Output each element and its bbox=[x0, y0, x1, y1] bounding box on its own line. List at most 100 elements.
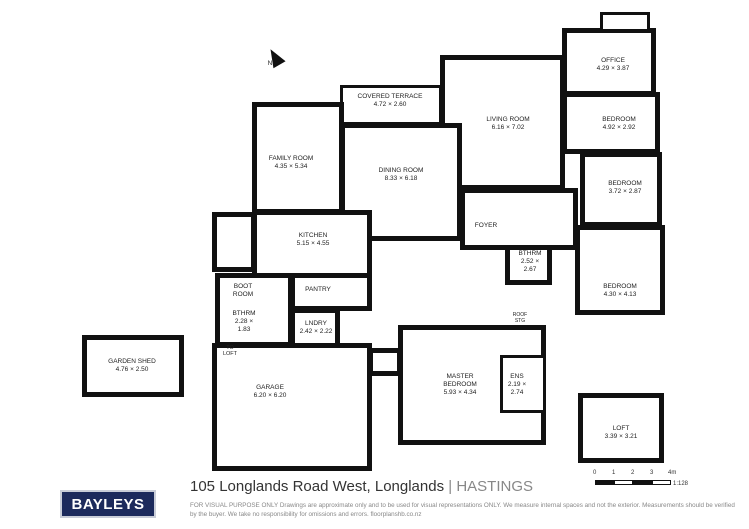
room-name: GARAGE bbox=[256, 384, 284, 391]
left-annex bbox=[212, 212, 256, 272]
foyer-area bbox=[460, 188, 578, 250]
room-name: COVERED TERRACE bbox=[357, 93, 423, 100]
room-dims: 4.35 × 5.34 bbox=[274, 163, 308, 170]
scale-segment bbox=[595, 480, 614, 485]
master-extension bbox=[368, 348, 402, 376]
room-dims: 3.39 × 3.21 bbox=[604, 433, 638, 440]
room-name: BEDROOM bbox=[608, 180, 642, 187]
pantry-area bbox=[290, 273, 372, 311]
scale-ratio: 1:128 bbox=[673, 481, 689, 487]
scale-tick: 4m bbox=[668, 470, 677, 476]
room-name: BEDROOM bbox=[602, 116, 636, 123]
room-name: MASTER bbox=[446, 373, 474, 380]
bayleys-logo: BAYLEYS bbox=[60, 490, 156, 518]
room-name: OFFICE bbox=[601, 57, 625, 64]
room-name: BEDROOM bbox=[603, 283, 637, 290]
room-dims: 2.42 × 2.22 bbox=[299, 328, 333, 335]
scale-tick: 0 bbox=[593, 470, 597, 476]
room-name: TO bbox=[226, 345, 234, 351]
room-dims: 4.30 × 4.13 bbox=[603, 291, 637, 298]
room-dims: 5.93 × 4.34 bbox=[443, 389, 477, 396]
room-name: BTHRM bbox=[232, 310, 256, 317]
room-name: FOYER bbox=[474, 222, 498, 229]
room-dims: 2.67 bbox=[523, 266, 537, 273]
loft-area bbox=[578, 393, 664, 463]
room-dims: 2.52 × bbox=[520, 258, 540, 265]
disclaimer: FOR VISUAL PURPOSE ONLY Drawings are app… bbox=[190, 502, 735, 518]
room-name: ENS bbox=[510, 373, 524, 380]
room-dims: 6.16 × 7.02 bbox=[491, 124, 525, 131]
garage-area bbox=[212, 343, 372, 471]
foyer-label: FOYER bbox=[475, 222, 497, 230]
room-name: FAMILY ROOM bbox=[268, 155, 314, 162]
room-name: PANTRY bbox=[305, 286, 331, 293]
bthrm-1-area bbox=[505, 245, 552, 285]
office-bay bbox=[600, 12, 650, 32]
ensuite-area bbox=[500, 355, 546, 413]
bedroom-2-area bbox=[580, 152, 662, 227]
scale-tick: 1 bbox=[612, 470, 616, 476]
room-dims: 5.15 × 4.55 bbox=[296, 240, 330, 247]
room-name: BEDROOM bbox=[443, 381, 477, 388]
room-dims: 2.19 × bbox=[507, 381, 527, 388]
room-name: STG bbox=[514, 318, 526, 324]
room-dims: 4.76 × 2.50 bbox=[115, 366, 149, 373]
garden-shed-area bbox=[82, 335, 184, 397]
room-name: ROOM bbox=[232, 291, 254, 298]
room-name: LOFT bbox=[612, 425, 630, 432]
room-dims: 2.74 bbox=[510, 389, 524, 396]
room-dims: 3.72 × 2.87 bbox=[608, 188, 642, 195]
separator: | bbox=[448, 478, 453, 495]
room-name: LOFT bbox=[222, 351, 238, 357]
room-name: LIVING ROOM bbox=[486, 116, 530, 123]
bedroom-3-area bbox=[575, 225, 665, 315]
room-name: ROOF bbox=[512, 312, 528, 318]
bedroom-1-area bbox=[562, 92, 660, 154]
scale-bar: 0 1 2 3 4m 1:128 bbox=[593, 470, 715, 494]
room-dims: 8.33 × 6.18 bbox=[384, 175, 418, 182]
room-name: BTHRM bbox=[518, 250, 542, 257]
scale-segment bbox=[652, 480, 671, 485]
room-name: LNDRY bbox=[305, 320, 327, 327]
room-dims: 4.72 × 2.60 bbox=[373, 101, 407, 108]
room-dims: 1.83 bbox=[237, 326, 251, 333]
scale-tick: 3 bbox=[650, 470, 654, 476]
room-dims: 6.20 × 6.20 bbox=[253, 392, 287, 399]
room-name: KITCHEN bbox=[298, 232, 328, 239]
scale-tick: 2 bbox=[631, 470, 635, 476]
pantry-label: PANTRY bbox=[305, 286, 331, 294]
room-dims: 2.28 × bbox=[234, 318, 254, 325]
room-dims: 4.92 × 2.92 bbox=[602, 124, 636, 131]
scale-segment bbox=[633, 480, 652, 485]
city: HASTINGS bbox=[456, 478, 534, 495]
room-name: DINING ROOM bbox=[378, 167, 424, 174]
address-title: 105 Longlands Road West, Longlands | HAS… bbox=[190, 478, 533, 495]
compass-label: N bbox=[267, 60, 273, 67]
address: 105 Longlands Road West, Longlands bbox=[190, 478, 445, 495]
room-name: GARDEN SHED bbox=[108, 358, 156, 365]
room-dims: 4.29 × 3.87 bbox=[596, 65, 630, 72]
room-name: BOOT bbox=[233, 283, 253, 290]
scale-segment bbox=[614, 480, 633, 485]
